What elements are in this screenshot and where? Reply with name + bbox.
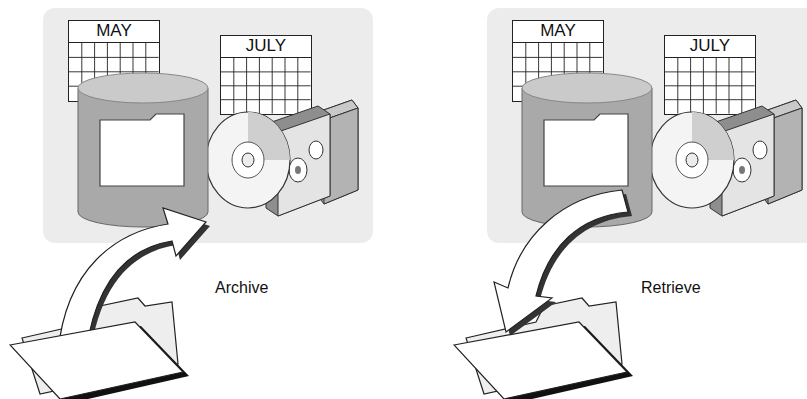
calendar-grid [665, 58, 755, 114]
grid-line [513, 86, 603, 87]
calendar-grid [513, 43, 603, 101]
grid-line [665, 71, 755, 72]
folder [466, 298, 622, 394]
calendar-grid [69, 43, 159, 101]
storage-panel [43, 8, 373, 243]
storage-media [522, 73, 802, 227]
month-label: JULY [221, 36, 311, 58]
archive-arrow [58, 208, 206, 352]
calendar: JULY [664, 35, 756, 115]
archive-arrow [62, 212, 210, 356]
folder [10, 322, 189, 399]
calendar: MAY [512, 20, 604, 102]
month-label: JULY [665, 36, 755, 58]
folder [22, 298, 178, 394]
grid-line [665, 99, 755, 100]
grid-line [513, 57, 603, 58]
calendar-grid [221, 58, 311, 114]
grid-line [69, 57, 159, 58]
grid-line [69, 71, 159, 72]
grid-line [221, 71, 311, 72]
action-label: Archive [215, 279, 268, 297]
month-label: MAY [69, 21, 159, 43]
storage-panel [487, 8, 807, 243]
retrieve-arrow [498, 194, 632, 336]
grid-line [69, 86, 159, 87]
storage-media [78, 73, 358, 227]
folder [454, 322, 633, 399]
calendar: MAY [68, 20, 160, 102]
action-label: Retrieve [641, 279, 701, 297]
grid-line [221, 99, 311, 100]
retrieve-arrow [494, 190, 632, 336]
grid-line [513, 71, 603, 72]
grid-line [221, 85, 311, 86]
grid-line [665, 85, 755, 86]
retrieve-arrow [494, 190, 628, 332]
calendar: JULY [220, 35, 312, 115]
archive-arrow [58, 208, 210, 356]
month-label: MAY [513, 21, 603, 43]
